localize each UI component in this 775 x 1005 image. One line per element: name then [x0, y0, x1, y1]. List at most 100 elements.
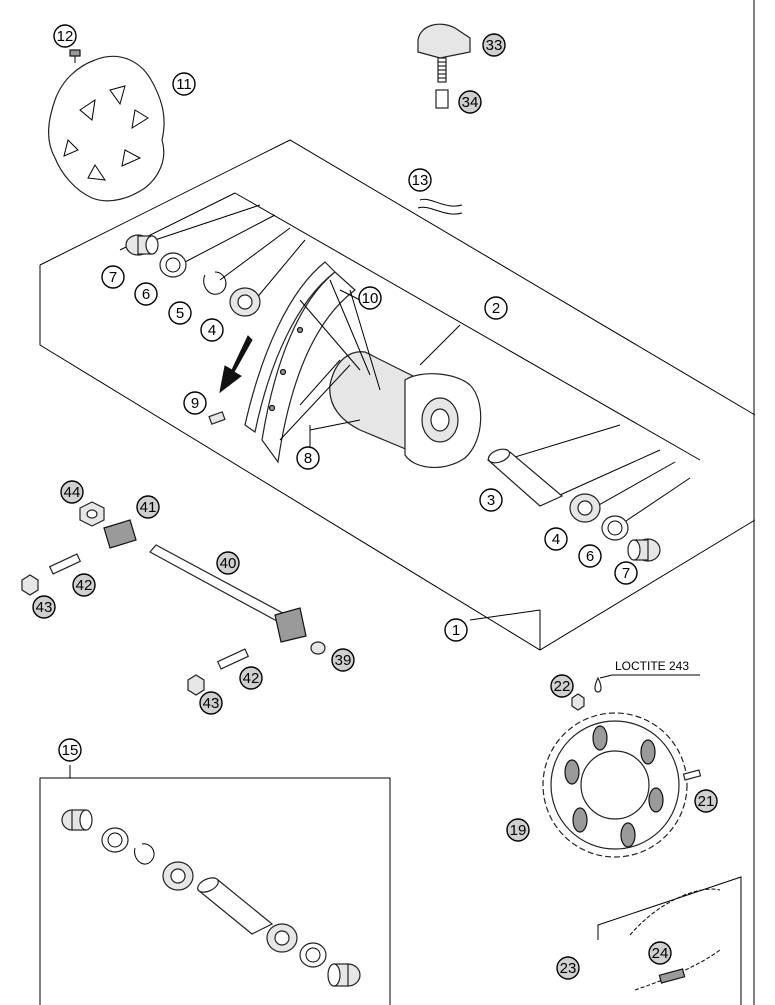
axle — [149, 544, 307, 643]
callout-label: 33 — [486, 37, 503, 54]
hub — [279, 279, 482, 469]
callout-21: 21 — [694, 789, 718, 813]
callout-circle — [216, 551, 240, 575]
left-spacer — [125, 234, 159, 256]
sprocket-screw — [682, 769, 702, 781]
callout-label: 6 — [586, 548, 594, 565]
disc-screw — [69, 49, 81, 63]
axle-nut — [79, 501, 105, 527]
loctite-note: LOCTITE 243 — [615, 659, 689, 673]
callout-9: 9 — [183, 391, 207, 415]
callout-circle — [58, 738, 82, 762]
callout-circle — [556, 956, 580, 980]
callout-label: 6 — [142, 286, 150, 303]
callout-circle — [53, 24, 77, 48]
kit-tube — [196, 877, 274, 935]
callout-15: 15 — [58, 738, 82, 762]
kit-seal-right — [299, 942, 327, 968]
callout-43: 43 — [32, 595, 56, 619]
adjuster-bolt-left — [48, 553, 82, 575]
callout-22: 22 — [550, 674, 574, 698]
callout-label: 10 — [362, 290, 379, 307]
callout-circle — [331, 648, 355, 672]
callout-label: 19 — [510, 822, 527, 839]
callout-40: 40 — [216, 551, 240, 575]
callout-2: 2 — [484, 296, 508, 320]
spoke-nipple — [208, 411, 226, 425]
callout-23: 23 — [556, 956, 580, 980]
axle-nut-right — [310, 641, 326, 655]
kit-spacer — [61, 809, 93, 831]
callout-layer: 1211333413765410298346744414243403942431… — [32, 24, 718, 980]
callout-label: 23 — [560, 960, 577, 977]
callout-circle — [458, 90, 482, 114]
callout-circle — [296, 446, 320, 470]
callout-circle — [168, 301, 192, 325]
callout-6: 6 — [578, 544, 602, 568]
adjuster-nut-right — [187, 674, 205, 696]
right-seal — [601, 515, 629, 541]
callout-label: 12 — [57, 28, 74, 45]
callout-12: 12 — [53, 24, 77, 48]
callout-19: 19 — [506, 818, 530, 842]
callout-circle — [694, 789, 718, 813]
spacer-tube — [486, 448, 564, 507]
chain-link — [658, 968, 686, 984]
callout-circle — [550, 674, 574, 698]
callout-6: 6 — [134, 282, 158, 306]
callout-5: 5 — [168, 301, 192, 325]
callout-label: 11 — [176, 76, 192, 93]
left-bearing — [229, 287, 261, 317]
callout-34: 34 — [458, 90, 482, 114]
callout-circle — [239, 666, 263, 690]
callout-39: 39 — [331, 648, 355, 672]
callout-circle — [172, 72, 196, 96]
callout-circle — [484, 296, 508, 320]
callout-circle — [544, 527, 568, 551]
rim-lock-nut — [435, 89, 449, 109]
brake-disc — [48, 55, 165, 202]
callout-10: 10 — [358, 286, 382, 310]
callout-label: 34 — [462, 94, 479, 111]
callout-circle — [506, 818, 530, 842]
right-spacer — [627, 538, 661, 562]
callout-label: 3 — [487, 492, 495, 509]
kit-spacer-right — [327, 963, 361, 987]
callout-circle — [72, 573, 96, 597]
callout-8: 8 — [296, 446, 320, 470]
callout-circle — [444, 618, 468, 642]
callout-42: 42 — [239, 666, 263, 690]
callout-label: 13 — [412, 172, 429, 189]
callout-43: 43 — [199, 691, 223, 715]
kit-circlip — [134, 843, 155, 865]
callout-label: 42 — [76, 577, 93, 594]
kit-bearing-left — [162, 861, 194, 891]
callout-circle — [358, 286, 382, 310]
callout-label: 42 — [243, 670, 260, 687]
right-bearing — [569, 493, 601, 523]
callout-label: 9 — [191, 395, 199, 412]
callout-label: 43 — [203, 695, 220, 712]
callout-7: 7 — [101, 265, 125, 289]
chain-box — [597, 876, 742, 1005]
callout-label: 41 — [140, 499, 157, 516]
callout-label: 7 — [622, 565, 630, 582]
callout-circle — [408, 168, 432, 192]
left-seal — [159, 252, 187, 278]
callout-label: 8 — [304, 450, 312, 467]
callout-4: 4 — [200, 318, 224, 342]
bearing-leader-lines — [154, 204, 691, 526]
direction-arrow — [219, 335, 253, 394]
callout-4: 4 — [544, 527, 568, 551]
callout-label: 4 — [208, 322, 216, 339]
callout-13: 13 — [408, 168, 432, 192]
callout-circle — [199, 691, 223, 715]
adjuster-bolt-right — [216, 648, 250, 670]
rim — [244, 261, 356, 464]
callout-circle — [183, 391, 207, 415]
left-circlip — [203, 271, 227, 295]
callout-circle — [136, 495, 160, 519]
callout-circle — [60, 480, 84, 504]
callout-1: 1 — [444, 618, 468, 642]
